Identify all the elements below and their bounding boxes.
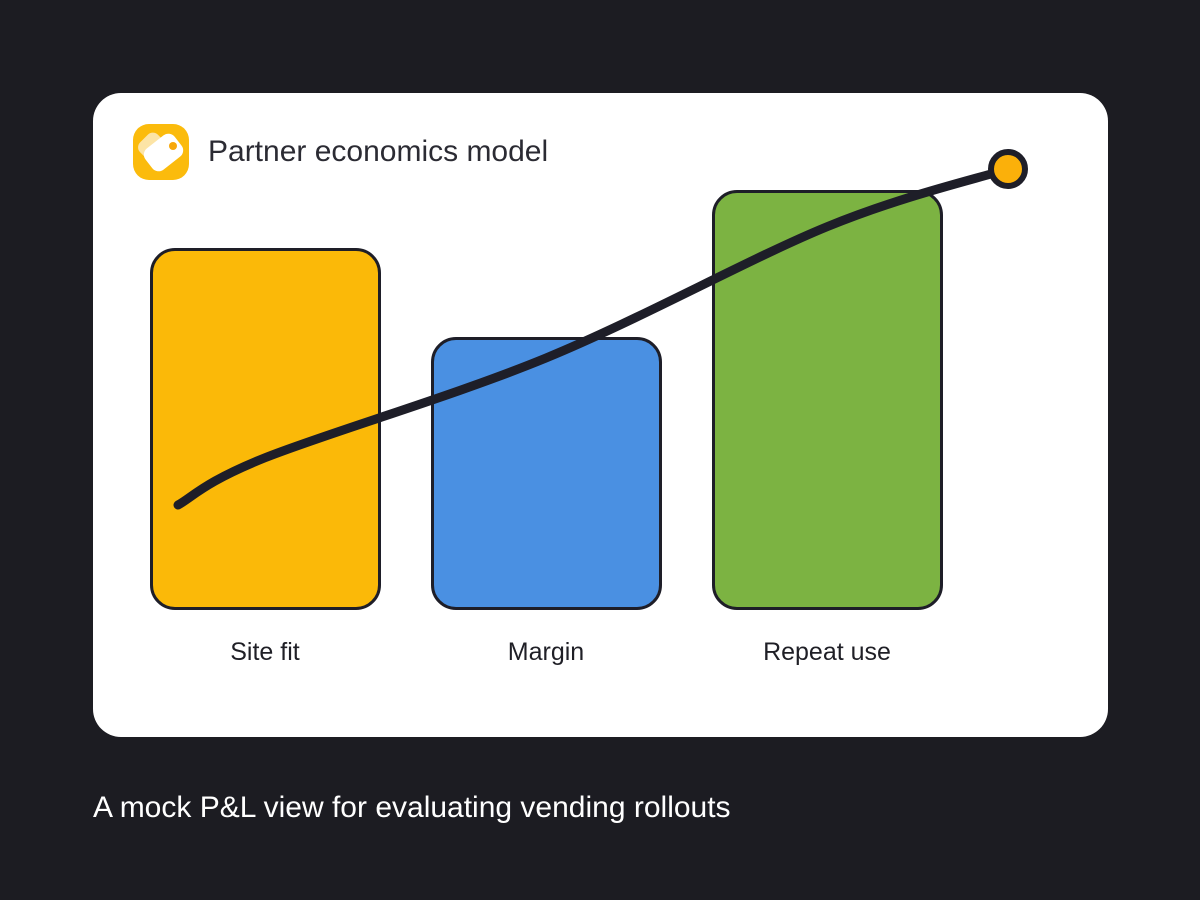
bar-repeat-use bbox=[711, 190, 943, 610]
bar-site-fit bbox=[149, 248, 381, 610]
bar-label-site-fit: Site fit bbox=[230, 638, 300, 666]
bar-chart: Site fit Margin Repeat use bbox=[93, 93, 1108, 737]
card-header: Partner economics model bbox=[133, 124, 548, 180]
bar-margin bbox=[430, 337, 662, 610]
price-tag-icon bbox=[133, 124, 189, 180]
bar-label-repeat-use: Repeat use bbox=[763, 638, 891, 666]
card-title: Partner economics model bbox=[208, 135, 549, 168]
bar-label-margin: Margin bbox=[507, 638, 585, 666]
caption: A mock P&L view for evaluating vending r… bbox=[93, 791, 731, 824]
tag-hole-dot bbox=[169, 142, 177, 150]
trend-endpoint-marker bbox=[988, 149, 1028, 189]
economics-card: Partner economics model Site fit Margin Re… bbox=[93, 93, 1108, 737]
